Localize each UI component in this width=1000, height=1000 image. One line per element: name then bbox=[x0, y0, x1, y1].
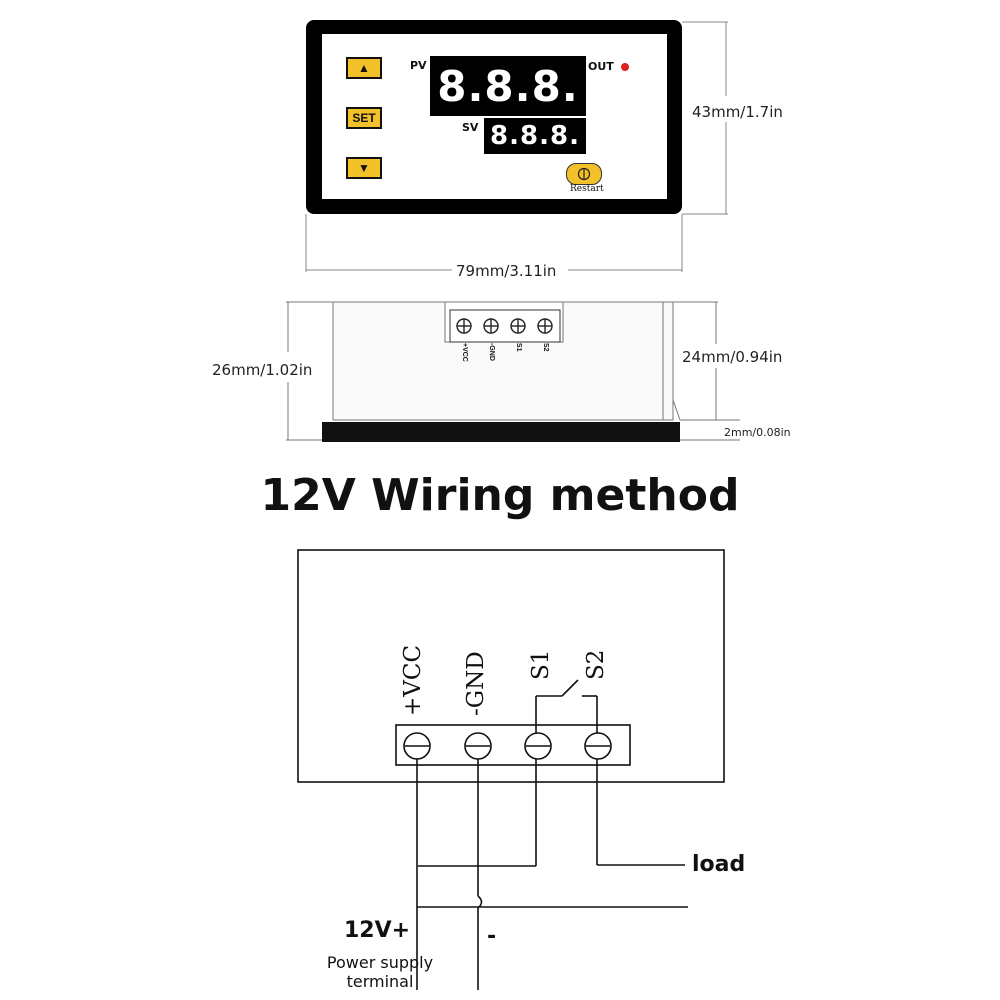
set-key: SET bbox=[346, 107, 382, 129]
power-supply-label-line2: terminal bbox=[346, 972, 414, 991]
positive-label: 12V+ bbox=[344, 918, 411, 943]
wiring-label-s2: S2 bbox=[583, 649, 609, 680]
set-key-label: SET bbox=[352, 111, 376, 125]
load-label: load bbox=[692, 852, 746, 877]
panel-thickness-dimension: 2mm/0.08in bbox=[724, 426, 791, 439]
up-key: ▲ bbox=[346, 57, 382, 79]
up-arrow-icon: ▲ bbox=[358, 61, 370, 75]
sv-display: 8.8.8. bbox=[484, 118, 586, 154]
side-view-drawing bbox=[286, 301, 740, 442]
down-arrow-icon: ▼ bbox=[358, 161, 370, 175]
pv-display: 8.8.8. bbox=[430, 56, 586, 116]
negative-label: - bbox=[487, 924, 497, 949]
pv-label: PV bbox=[410, 59, 427, 72]
power-supply-label: Power supply terminal bbox=[310, 953, 450, 991]
height-dimension: 43mm/1.7in bbox=[692, 103, 783, 121]
width-dimension: 79mm/3.11in bbox=[456, 262, 557, 280]
restart-button bbox=[566, 163, 602, 185]
side-terminal-label-s1: S1 bbox=[515, 343, 522, 352]
wiring-label-s1: S1 bbox=[528, 649, 554, 680]
wiring-title: 12V Wiring method bbox=[260, 470, 740, 521]
total-height-dimension: 26mm/1.02in bbox=[212, 361, 313, 379]
side-terminal-label-vcc: +VCC bbox=[461, 343, 468, 362]
front-dimension-lines bbox=[305, 21, 728, 272]
power-supply-label-line1: Power supply bbox=[326, 953, 434, 972]
power-icon bbox=[577, 167, 591, 181]
wiring-diagram bbox=[297, 549, 725, 990]
wiring-label-gnd: -GND bbox=[463, 651, 489, 716]
side-terminal-label-s2: S2 bbox=[542, 343, 549, 352]
out-label: OUT bbox=[588, 60, 614, 73]
out-led-indicator bbox=[621, 63, 629, 71]
down-key: ▼ bbox=[346, 157, 382, 179]
sv-label: SV bbox=[462, 121, 479, 134]
side-terminal-label-gnd: -GND bbox=[488, 343, 495, 361]
body-height-dimension: 24mm/0.94in bbox=[682, 348, 783, 366]
restart-label: Restart bbox=[570, 184, 604, 194]
wiring-label-vcc: +VCC bbox=[400, 644, 426, 716]
